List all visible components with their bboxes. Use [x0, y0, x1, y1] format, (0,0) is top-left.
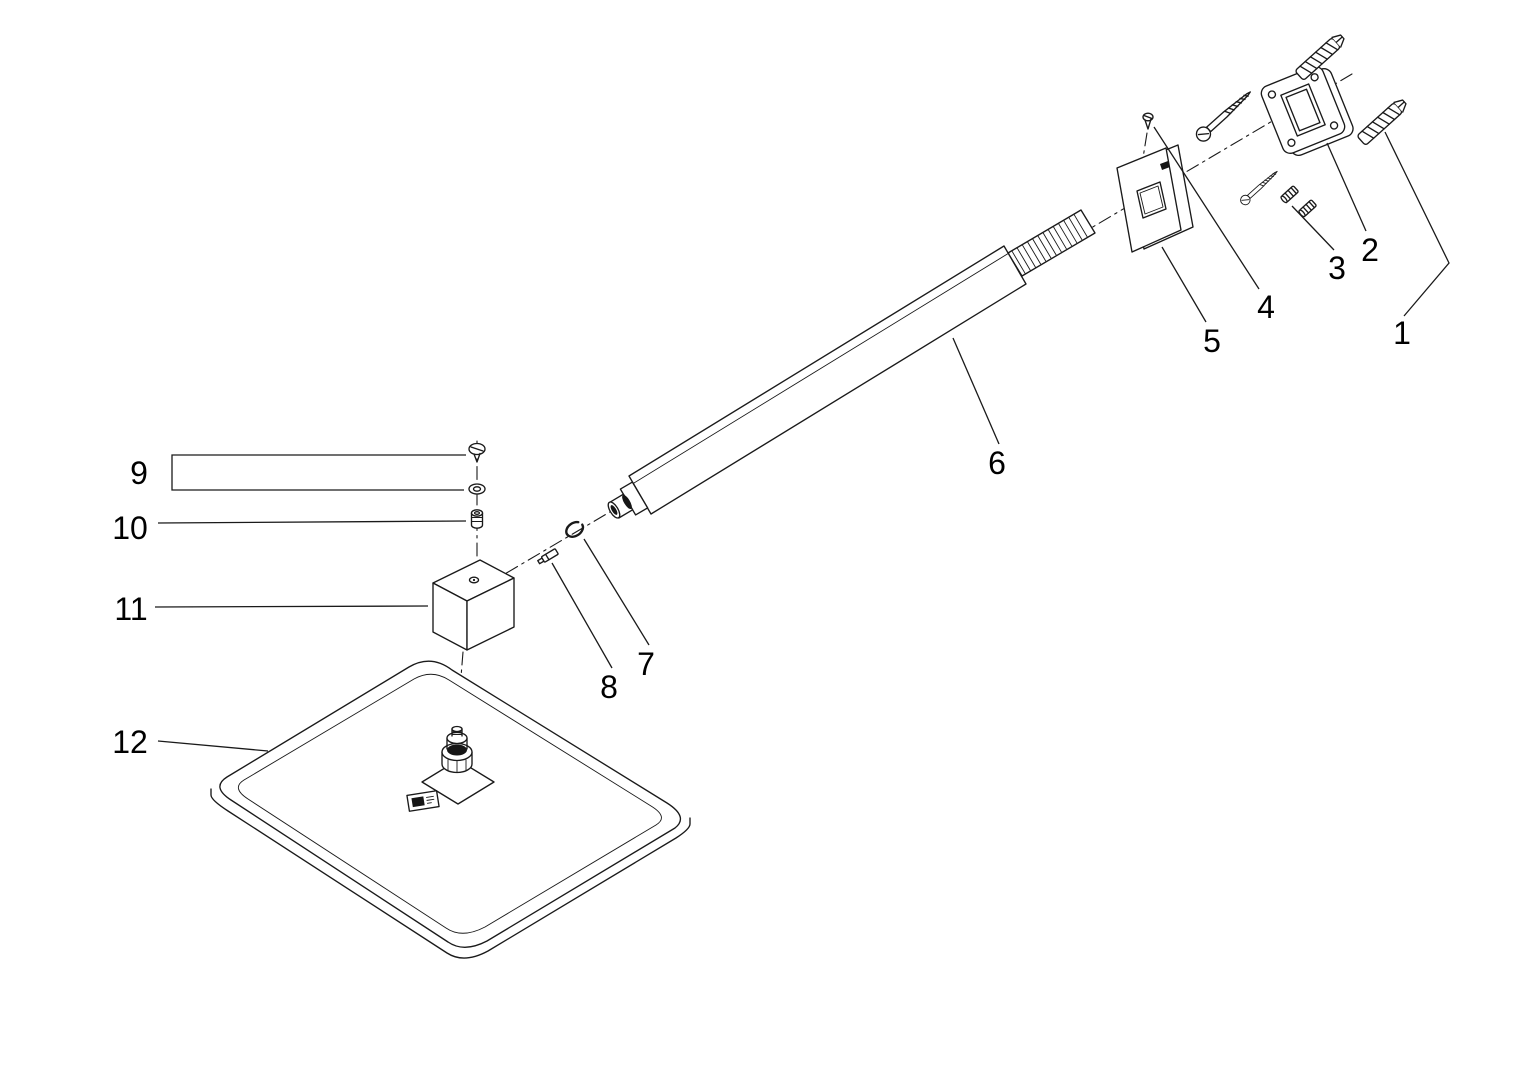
part-number-label-5: 5 [1203, 323, 1221, 359]
leader-bracket-9 [171, 454, 466, 491]
part-number-label-3: 3 [1328, 250, 1346, 286]
part-number-label-11: 11 [114, 591, 147, 627]
part-number-label-2: 2 [1361, 232, 1379, 268]
part-3-screws [1238, 167, 1318, 219]
part-12-shower-head-plate [210, 660, 691, 959]
part-8-pin [537, 548, 559, 565]
leader-line-1 [1384, 131, 1450, 317]
leader-line-12 [157, 740, 269, 752]
part-number-labels: 1 2 3 4 5 6 7 8 9 10 11 12 [112, 232, 1411, 760]
part-number-label-9: 9 [130, 455, 148, 491]
leader-line-11 [154, 605, 429, 608]
leader-line-5 [1161, 246, 1207, 323]
part-2-mounting-bracket [1260, 65, 1354, 157]
part-10-set-screw [470, 509, 484, 529]
part-5-escutcheon [1116, 144, 1194, 253]
leader-line-10 [157, 520, 467, 524]
part-number-label-1: 1 [1393, 315, 1411, 351]
leader-lines [154, 126, 1450, 752]
leader-line-3 [1291, 205, 1335, 251]
product-label-sticker [406, 790, 440, 812]
part-number-label-6: 6 [988, 445, 1006, 481]
leader-line-7 [583, 538, 650, 646]
part-7-retaining-ring [565, 520, 585, 538]
part-9-screw-and-washer [468, 442, 486, 495]
part-number-label-12: 12 [112, 724, 148, 760]
leader-line-8 [551, 562, 613, 669]
axis-lines [456, 73, 1353, 728]
part-number-label-4: 4 [1257, 289, 1275, 325]
leader-line-4 [1153, 126, 1260, 290]
leader-line-2 [1326, 142, 1367, 232]
part-11-corner-joint [432, 559, 515, 651]
part-number-label-7: 7 [637, 646, 655, 682]
part-4-screw [1142, 112, 1154, 130]
leader-line-6 [952, 337, 1000, 445]
part-number-label-10: 10 [112, 510, 148, 546]
shower-head-connector [421, 725, 495, 805]
part-number-label-8: 8 [600, 669, 618, 705]
part-6-shower-arm [607, 209, 1096, 519]
